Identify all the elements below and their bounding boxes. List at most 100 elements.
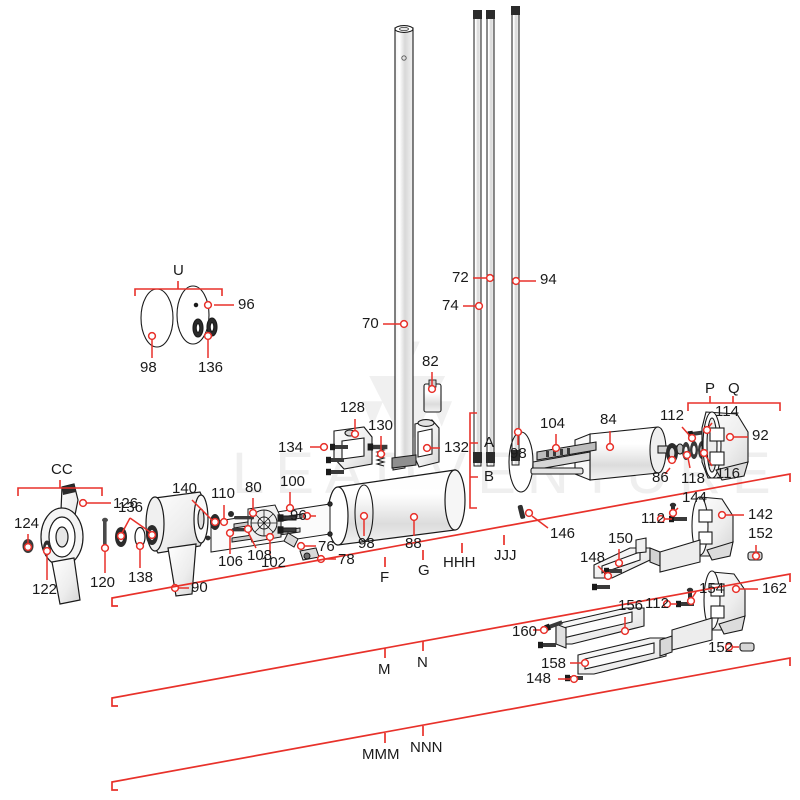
callout-label-158: 158	[541, 655, 567, 672]
part-88-motor-housing	[327, 457, 466, 546]
part-96-pin-a	[193, 302, 199, 308]
bracket-q	[725, 396, 781, 411]
callout-label-98: 98	[140, 359, 157, 376]
slant-ticks-2	[384, 641, 424, 658]
callout-label-162: 162	[762, 580, 788, 597]
callout-label-96: 96	[238, 296, 255, 313]
callout-label-124: 124	[14, 515, 40, 532]
group-brackets	[17, 281, 781, 509]
part-76-part-78-bracket	[283, 532, 320, 561]
part-74-cable	[473, 13, 482, 467]
callout-label-122: 122	[32, 581, 58, 598]
callout-label-96b: 96	[290, 507, 307, 524]
slant-label-n: N	[417, 654, 428, 671]
part-156-rail	[555, 607, 645, 649]
group-label-u: U	[173, 262, 184, 279]
callout-label-126: 126	[113, 495, 139, 512]
part-98-oring-a	[140, 288, 174, 348]
part-142-head	[659, 496, 734, 573]
slant-label-f: F	[380, 569, 390, 586]
callout-label-146: 146	[550, 525, 576, 542]
callout-label-132: 132	[444, 439, 470, 456]
callout-label-98c: 98	[358, 535, 375, 552]
slanted-group-brackets	[111, 472, 791, 791]
callout-label-140: 140	[172, 480, 198, 497]
callout-label-88: 88	[405, 535, 422, 552]
callout-label-112b: 112	[641, 510, 665, 527]
part-120-pin	[102, 517, 108, 546]
callout-label-118: 118	[681, 470, 705, 487]
slant-label-mmm: MMM	[362, 746, 400, 763]
part-146-screw	[517, 504, 526, 519]
callout-label-80: 80	[245, 479, 262, 496]
bracket-u	[134, 281, 223, 296]
callout-label-86: 86	[652, 469, 669, 486]
slant-label-hhh: HHH	[443, 554, 476, 571]
slant-bracket-1	[111, 472, 791, 607]
part-94-cable	[511, 9, 520, 466]
callout-label-76: 76	[318, 538, 335, 555]
callout-label-90: 90	[191, 579, 208, 596]
slant-bracket-2	[111, 572, 791, 707]
part-126-prop-blade-lower	[51, 557, 81, 605]
callout-label-72: 72	[452, 269, 469, 286]
callout-label-70: 70	[362, 315, 379, 332]
part-136-washer-a	[192, 318, 204, 338]
part-132-clamp	[414, 419, 440, 468]
clamp-group	[326, 419, 440, 476]
callout-label-154: 154	[699, 580, 725, 597]
part-96-rods	[277, 501, 333, 537]
callout-label-74: 74	[442, 297, 459, 314]
callout-label-160: 160	[512, 623, 538, 640]
bracket-p	[687, 396, 725, 411]
slant-label-jjj: JJJ	[494, 547, 517, 564]
callout-label-94: 94	[540, 271, 557, 288]
callout-label-106: 106	[218, 553, 244, 570]
callout-label-102: 102	[261, 554, 287, 571]
group-label-b: B	[484, 468, 495, 485]
callout-label-148b: 148	[526, 670, 552, 687]
callout-label-150: 150	[608, 530, 634, 547]
slant-ticks-1	[384, 535, 505, 567]
part-70-shaft	[394, 25, 414, 459]
callout-label-114: 114	[715, 403, 739, 420]
callout-label-152a: 152	[748, 525, 774, 542]
part-152-bushing-b	[739, 642, 755, 652]
callout-label-148a: 148	[580, 549, 606, 566]
bracket-cc	[17, 480, 103, 496]
callout-label-136b: 136	[118, 499, 144, 516]
callout-label-108: 108	[247, 547, 273, 564]
callout-label-84: 84	[600, 411, 617, 428]
part-158-rail	[577, 637, 667, 675]
slant-ticks-3	[384, 726, 424, 743]
callout-label-100: 100	[280, 473, 306, 490]
callout-label-82: 82	[422, 353, 439, 370]
callout-label-112c: 112	[645, 595, 669, 612]
collar-ring	[391, 454, 417, 469]
callout-label-110: 110	[211, 485, 235, 502]
motor-shaft	[530, 467, 584, 475]
callout-label-112a: 112	[660, 407, 684, 424]
group-label-q: Q	[728, 380, 740, 397]
callout-label-128: 128	[340, 399, 366, 416]
slant-label-nnn: NNN	[410, 739, 443, 756]
slant-bracket-3	[111, 656, 791, 791]
bracket-assembly-lower	[538, 570, 755, 682]
callout-label-116: 116	[716, 465, 740, 482]
part-104-brush-rail	[532, 441, 597, 471]
part-72-cable	[486, 13, 495, 467]
bracket-ab	[469, 412, 478, 509]
callout-label-144: 144	[682, 489, 708, 506]
callout-label-130: 130	[368, 417, 394, 434]
callout-label-120: 120	[90, 574, 116, 591]
group-label-a: A	[484, 434, 495, 451]
callout-label-136: 136	[198, 359, 224, 376]
callout-leaders	[23, 273, 761, 684]
group-label-p: P	[705, 380, 716, 397]
callout-label-92: 92	[752, 427, 769, 444]
callout-label-98b: 98	[510, 445, 527, 462]
callout-label-152b: 152	[708, 639, 734, 656]
callout-label-104: 104	[540, 415, 566, 432]
